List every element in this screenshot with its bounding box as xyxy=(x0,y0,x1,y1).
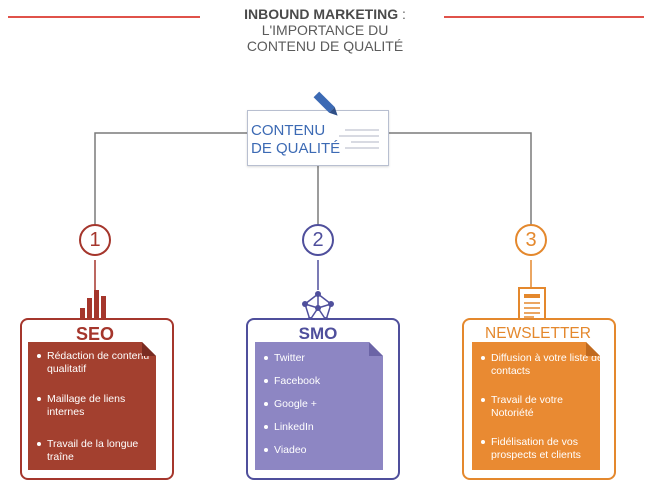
number-circle-2: 2 xyxy=(302,224,334,256)
list-item: Facebook xyxy=(264,375,390,388)
seo-card-fold xyxy=(142,342,156,356)
number-circle-3: 3 xyxy=(515,224,547,256)
number-3: 3 xyxy=(525,229,537,251)
list-item: Diffusion à votre liste de contacts xyxy=(481,352,607,378)
document-lines-icon xyxy=(339,129,379,149)
pencil-icon xyxy=(313,91,338,116)
list-item: Fidélisation de vos prospects et clients xyxy=(481,436,607,462)
smo-card-fold xyxy=(369,342,383,356)
center-content-box xyxy=(247,110,389,166)
list-item: Twitter xyxy=(264,352,390,365)
title-separator: : xyxy=(398,6,406,22)
seo-card-body: Rédaction de contenu qualitatif Maillage… xyxy=(28,342,156,470)
smo-card-title: SMO xyxy=(293,324,343,344)
number-circle-1: 1 xyxy=(79,224,111,256)
list-item: Travail de votre Notoriété xyxy=(481,394,607,420)
list-item: Viadeo xyxy=(264,444,390,457)
seo-card-title: SEO xyxy=(70,324,120,344)
list-item: Travail de la longue traîne xyxy=(37,438,163,464)
list-item: Maillage de liens internes xyxy=(37,393,163,419)
bar-chart-icon xyxy=(80,290,106,326)
title-bold: INBOUND MARKETING xyxy=(244,6,399,22)
smo-card-body: Twitter Facebook Google + LinkedIn Viade… xyxy=(255,342,383,470)
title-line-2: L'IMPORTANCE DU xyxy=(261,22,389,38)
number-2: 2 xyxy=(312,229,324,251)
list-item: Google + xyxy=(264,398,390,411)
newsletter-card-body: Diffusion à votre liste de contacts Trav… xyxy=(472,342,603,470)
center-label-line1: CONTENU xyxy=(251,122,326,139)
list-item: LinkedIn xyxy=(264,421,390,434)
center-label-line2: DE QUALITÉ xyxy=(251,140,341,157)
center-label: CONTENU DE QUALITÉ xyxy=(251,122,351,158)
newsletter-document-icon xyxy=(518,287,546,323)
header-line-right xyxy=(444,16,644,18)
newsletter-card-title: NEWSLETTER xyxy=(474,324,602,344)
page-title: INBOUND MARKETING : L'IMPORTANCE DU CONT… xyxy=(205,6,445,54)
newsletter-card-fold xyxy=(586,342,600,356)
list-item: Rédaction de contenu qualitatif xyxy=(37,350,163,376)
number-1: 1 xyxy=(89,229,101,251)
title-line-3: CONTENU DE QUALITÉ xyxy=(246,38,404,54)
header-line-left xyxy=(8,16,200,18)
